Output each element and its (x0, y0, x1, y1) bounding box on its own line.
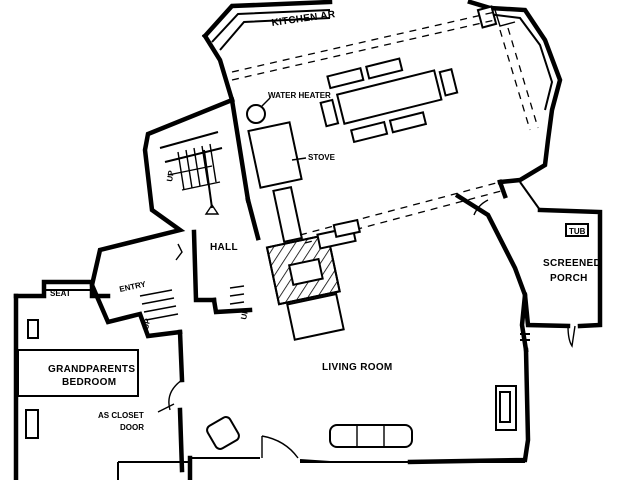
cabinet-inner (499, 391, 511, 423)
bed (17, 349, 139, 397)
kitchen-table (335, 69, 443, 125)
screened-label-line1: SCREENED (543, 258, 601, 269)
chair (438, 68, 459, 97)
tub-label: TUB (569, 227, 586, 236)
water-heater-icon (246, 104, 266, 124)
screened-label-line2: PORCH (550, 273, 588, 284)
up-label-upper: UP (165, 169, 176, 182)
hall-label: HALL (210, 242, 238, 253)
stove-label: STOVE (308, 153, 336, 162)
grandparents-label-line1: GRANDPARENTS (48, 364, 135, 375)
stove-icon (247, 121, 303, 189)
entry-label: ENTRY (119, 279, 148, 294)
kitchen-table-chairs (319, 57, 459, 144)
water-heater-label: WATER HEATER (268, 91, 331, 100)
closet-label-line2: DOOR (120, 423, 144, 432)
kitchen-dashed-lines (231, 11, 539, 244)
chair (326, 66, 365, 90)
chair (319, 98, 340, 128)
living-room-label: LIVING ROOM (322, 362, 393, 373)
chair (349, 120, 389, 144)
foundation-line (117, 461, 190, 480)
bedroom-walls (13, 279, 185, 480)
porch-walls (519, 181, 603, 348)
grandparents-label-line2: BEDROOM (62, 377, 116, 388)
closet-label-line1: AS CLOSET (98, 411, 144, 420)
seat-label: SEAT (50, 289, 71, 298)
chair (365, 57, 404, 80)
up-label-entry: UP (141, 317, 152, 330)
sofa (329, 424, 413, 448)
armchair (206, 416, 240, 450)
bed-headboard (27, 319, 39, 339)
up-label-hall: UP (239, 307, 250, 320)
hall-walls (89, 97, 261, 339)
kitchen-walls (201, 0, 563, 185)
tub-icon (565, 223, 589, 237)
chimney (265, 185, 361, 341)
nightstand (25, 409, 39, 439)
kitchen-appliance (476, 5, 498, 29)
chair (388, 111, 428, 134)
